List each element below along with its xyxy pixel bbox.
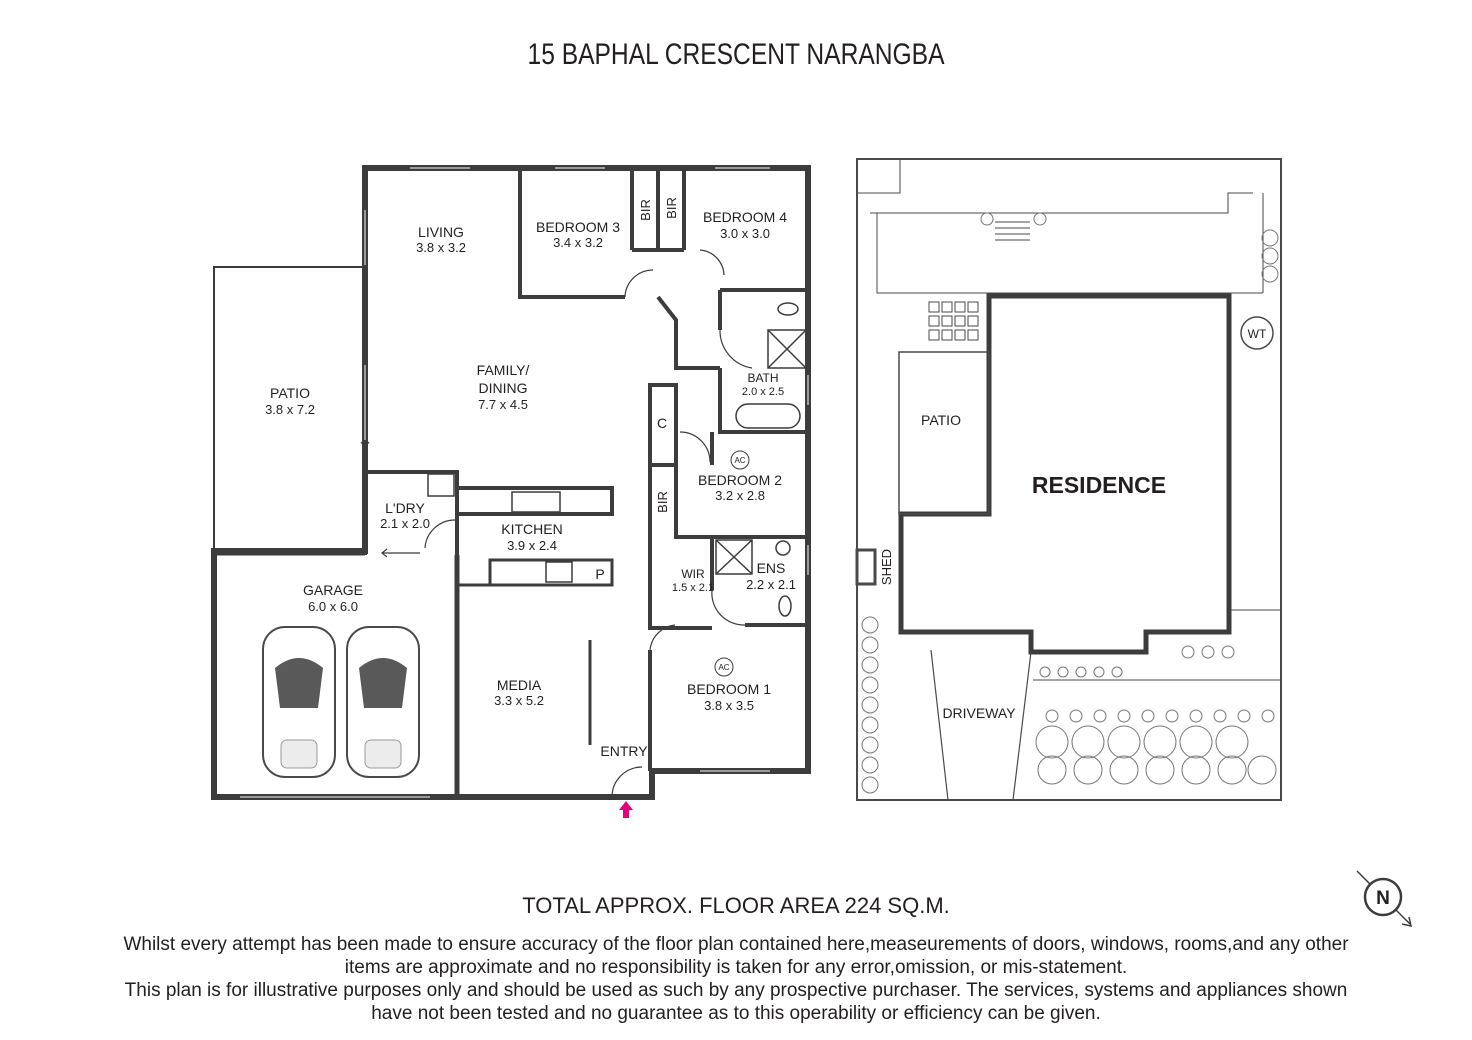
door-swing-laundry [424,519,456,549]
water-tank [1240,316,1274,350]
site-shed [855,548,877,586]
bir-label-b3: BIR [638,199,653,221]
disclaimer-line: Whilst every attempt has been made to en… [123,934,1349,955]
windows [240,167,809,798]
family-label-2: DINING [479,380,528,396]
media-label: MEDIA [497,677,542,693]
bedroom4-dims: 3.0 x 3.0 [720,226,770,241]
rear-steps [995,221,1030,241]
bath-tub [735,403,801,429]
house-floor-plan [211,165,811,800]
ac-label-bedroom2: AC [734,456,745,465]
door-swing-entry [611,766,643,798]
driveway-label: DRIVEWAY [942,705,1016,721]
family-dims: 7.7 x 4.5 [478,397,528,412]
site-boundary [856,158,1282,801]
ens-toilet [778,595,792,617]
disclaimer-line: items are approximate and no responsibil… [344,957,1128,978]
bath-label: BATH [747,371,778,385]
entry-label: ENTRY [600,743,648,759]
garage-dims: 6.0 x 6.0 [308,599,358,614]
compass-label: N [1376,888,1390,909]
ensuite-wall [648,537,808,630]
disclaimer: Whilst every attempt has been made to en… [60,933,1412,1025]
family-label-1: FAMILY/ [477,362,530,378]
bir-label-b4: BIR [664,197,679,219]
laundry-label: L'DRY [385,500,425,516]
disclaimer-line: This plan is for illustrative purposes o… [124,980,1348,1001]
bedroom2-dims: 3.2 x 2.8 [715,488,765,503]
patio-label: PATIO [270,385,310,401]
car-right [346,626,420,778]
kitchen-dims: 3.9 x 2.4 [507,538,557,553]
living-label: LIVING [418,224,464,240]
bedroom2-label: BEDROOM 2 [698,472,782,488]
site-rear-fence [857,159,1264,294]
door-swing-b1 [649,624,676,651]
bedroom4-label: BEDROOM 4 [703,209,787,225]
site-labels: PATIO RESIDENCE SHED DRIVEWAY WT [879,327,1267,721]
bedroom2-wall [674,432,808,539]
bedroom1-label: BEDROOM 1 [687,681,771,697]
wir-label: WIR [681,567,705,581]
ac-unit-bedroom2 [730,450,750,470]
water-tank-label: WT [1248,327,1267,341]
laundry-tub [427,473,455,497]
bedroom3-label: BEDROOM 3 [536,219,620,235]
ac-label-bedroom1: AC [718,663,729,672]
laundry-wall [363,470,614,555]
bath-shower [767,329,807,369]
door-swing-bath [719,329,753,369]
site-patio [898,351,990,515]
site-side-lines [1033,609,1282,800]
slide-arrow-patio [360,440,370,448]
patio-outline [213,266,365,551]
site-patio-label: PATIO [921,412,961,428]
kitchen-sink [511,491,561,513]
car-left [262,626,336,778]
ens-basin [775,540,791,556]
north-compass-icon: N [1356,870,1412,927]
total-floor-area: TOTAL APPROX. FLOOR AREA 224 SQ.M. [522,893,950,918]
bedroom1-dims: 3.8 x 3.5 [704,698,754,713]
living-dims: 3.8 x 3.2 [416,240,466,255]
ens-label: ENS [757,560,786,576]
bedroom3-dims: 3.4 x 3.2 [553,235,603,250]
kitchen-bench [457,558,614,587]
bath-toilet [777,302,799,316]
kitchen-label: KITCHEN [501,521,562,537]
driveway-outline [930,649,1032,801]
media-dims: 3.3 x 5.2 [494,693,544,708]
disclaimer-line: have not been tested and no guarantee as… [371,1003,1101,1024]
slide-arrow-garage [381,548,420,558]
door-swing-b3 [624,269,654,298]
shed-label: SHED [879,549,894,585]
kitchen-cooktop [545,561,573,583]
ens-dims: 2.2 x 2.1 [746,577,796,592]
door-swing-b2 [679,431,711,463]
laundry-dims: 2.1 x 2.0 [380,516,430,531]
bath-dims: 2.0 x 2.5 [742,386,784,398]
cupboard-label: C [657,415,667,431]
patio-dims: 3.8 x 7.2 [265,402,315,417]
residence-label: RESIDENCE [1032,472,1166,498]
bath-wall [718,288,808,434]
pavers [928,301,979,341]
garden-shrubs [861,212,1279,794]
garage-label: GARAGE [303,582,363,598]
wir-dims: 1.5 x 2.1 [672,582,714,594]
door-swing-b4 [699,249,725,276]
ens-shower [715,539,753,575]
door-swing-ens [711,589,746,626]
entry-arrow-icon [619,801,633,818]
plan-title: 15 BAPHAL CRESCENT NARANGBA [527,38,945,71]
ac-unit-bedroom1 [714,657,734,677]
site-plan [855,158,1282,801]
room-labels: LIVING 3.8 x 3.2 BEDROOM 3 3.4 x 3.2 BED… [265,197,796,759]
pantry-label: P [595,566,604,582]
bir-label-b2: BIR [655,491,670,513]
bedroom3-wall [518,168,720,370]
